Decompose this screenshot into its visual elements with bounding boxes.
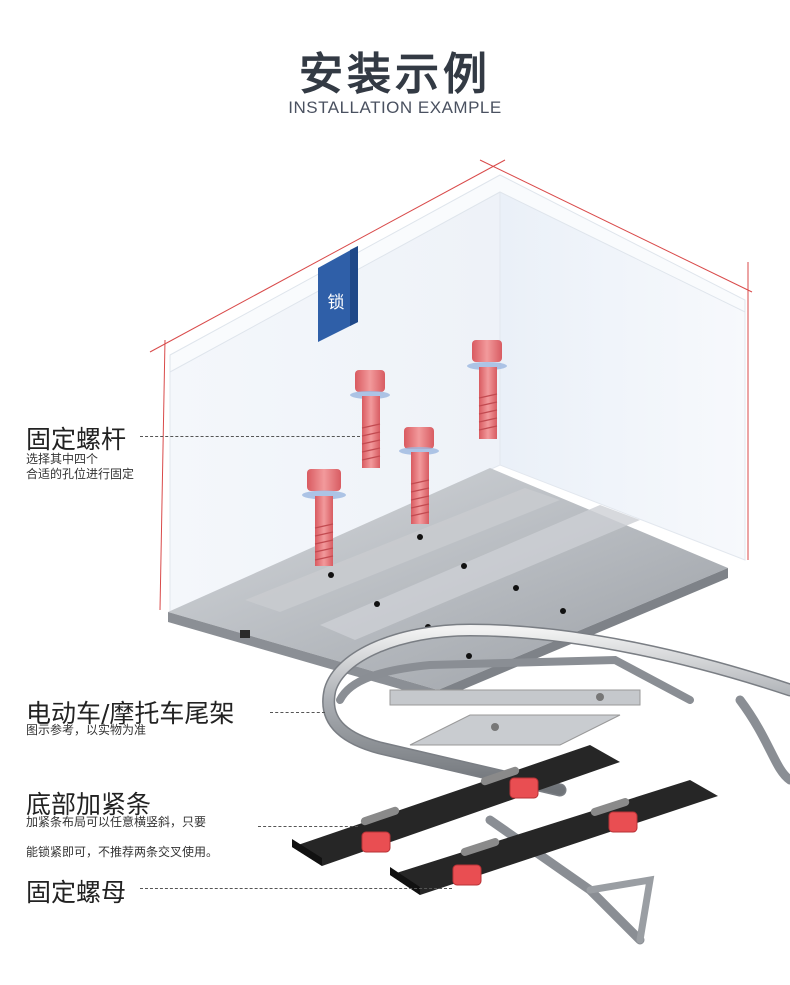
- nut-leader-line: [140, 888, 452, 889]
- bolt-label-title: 固定螺杆: [26, 425, 127, 454]
- strip-leader-line: [258, 826, 358, 827]
- bolt-label-desc-2: 合适的孔位进行固定: [26, 467, 135, 481]
- strip-label-desc-1: 加紧条布局可以任意横竖斜，只要: [26, 815, 207, 829]
- clamp-strips: [292, 745, 718, 895]
- bolt-leader-line: [140, 436, 360, 437]
- lock-tag: 锁: [318, 246, 358, 342]
- bolt-label-desc-1: 选择其中四个: [26, 452, 99, 466]
- lock-tag-label: 锁: [328, 293, 345, 313]
- strip-label-title: 底部加紧条: [26, 790, 152, 819]
- page-title: 安装示例: [299, 49, 491, 100]
- fixing-nuts: [361, 777, 638, 886]
- page-subtitle: INSTALLATION EXAMPLE: [288, 98, 502, 117]
- nut: [509, 777, 539, 799]
- nut: [608, 811, 638, 833]
- dimension-line: [159, 339, 166, 611]
- rack-label-desc: 图示参考，以实物为准: [26, 723, 147, 737]
- bolt: [350, 370, 390, 468]
- dimension-line: [479, 159, 753, 293]
- fixing-bolts: [302, 340, 507, 566]
- rear-rack: [322, 623, 790, 945]
- nut-label-title: 固定螺母: [26, 878, 127, 907]
- nut: [361, 831, 391, 853]
- storage-box: 锁: [149, 159, 753, 700]
- rack-label-title: 电动车/摩托车尾架: [26, 699, 235, 728]
- bolt: [399, 427, 439, 524]
- dimension-line: [149, 159, 506, 353]
- bolt: [467, 340, 507, 439]
- box-lid-edge: [169, 174, 746, 373]
- strip-label-desc-2: 能锁紧即可，不推荐两条交叉使用。: [26, 845, 219, 859]
- nut: [452, 864, 482, 886]
- bolt: [302, 469, 346, 566]
- rack-leader-line: [270, 712, 325, 713]
- mounting-holes: [328, 534, 566, 659]
